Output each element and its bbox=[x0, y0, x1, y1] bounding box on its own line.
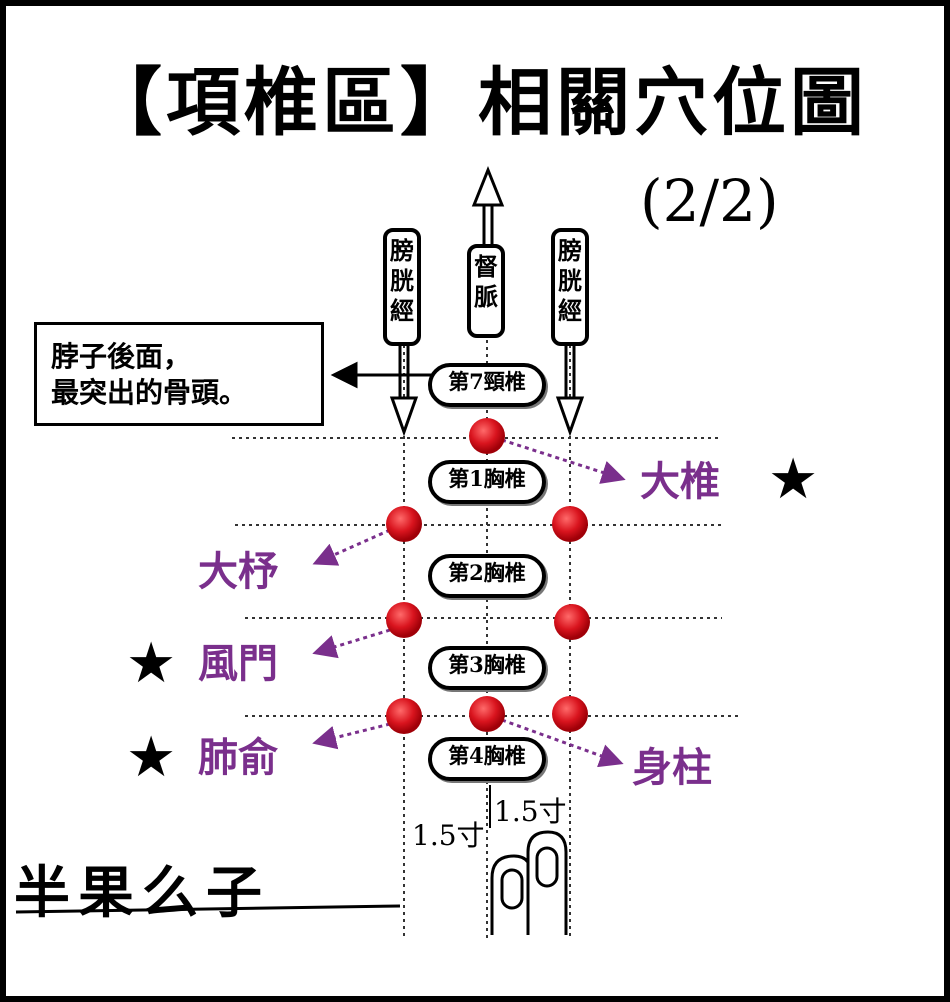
left-down-arrow-icon bbox=[389, 340, 419, 437]
acupoint-label-shenzhu: 身柱 bbox=[632, 745, 712, 791]
acupoint-dots bbox=[386, 418, 590, 734]
signature-underline bbox=[15, 904, 401, 914]
vertebra-t4-label: 第4胸椎 bbox=[448, 743, 526, 768]
point-fengmen-left bbox=[386, 602, 422, 638]
point-feishu-left bbox=[386, 698, 422, 734]
callout-arrow-icon bbox=[330, 361, 432, 389]
right-down-arrow-icon bbox=[555, 340, 585, 437]
star-icon-feishu: ★ bbox=[126, 725, 177, 790]
point-fengmen-right bbox=[554, 604, 590, 640]
point-shenzhu bbox=[469, 696, 505, 732]
point-dazhu-right bbox=[552, 506, 588, 542]
vertebra-t3-label: 第3胸椎 bbox=[448, 652, 526, 677]
callout-box: 脖子後面， 最突出的骨頭。 bbox=[34, 322, 324, 426]
star-icon-dazhui: ★ bbox=[768, 447, 819, 512]
measure-right: 1.5寸 bbox=[494, 795, 567, 828]
vertebra-t2: 第2胸椎 bbox=[428, 554, 546, 598]
vertebra-t4: 第4胸椎 bbox=[428, 737, 546, 781]
leader-dazhu bbox=[312, 528, 391, 566]
vertebra-t1: 第1胸椎 bbox=[428, 460, 546, 504]
acupoint-label-fengmen: 風門 bbox=[198, 641, 278, 687]
page-title: 【項椎區】相關穴位圖 bbox=[88, 60, 868, 146]
vertebra-t3: 第3胸椎 bbox=[428, 646, 546, 690]
point-dazhu-left bbox=[386, 506, 422, 542]
star-icon-fengmen: ★ bbox=[126, 631, 177, 696]
finger-width-icon bbox=[490, 830, 568, 935]
acupoint-label-dazhu: 大杼 bbox=[198, 549, 278, 595]
acupoint-label-feishu: 肺俞 bbox=[198, 735, 278, 781]
point-dazhui bbox=[469, 418, 505, 454]
meridian-label-right: 膀胱經 bbox=[551, 228, 589, 346]
label-leaders bbox=[312, 438, 626, 768]
point-feishu-right bbox=[552, 696, 588, 732]
meridian-label-center: 督脈 bbox=[467, 244, 505, 338]
signature: 半果么子 bbox=[14, 861, 270, 926]
up-arrow-icon bbox=[471, 165, 505, 245]
leader-feishu bbox=[312, 722, 391, 750]
callout-line-2: 最突出的骨頭。 bbox=[51, 376, 248, 409]
acupoint-label-dazhui: 大椎 bbox=[640, 459, 720, 505]
meridian-label-left: 膀胱經 bbox=[383, 228, 421, 346]
measure-left: 1.5寸 bbox=[412, 819, 485, 852]
callout-line-1: 脖子後面， bbox=[51, 340, 192, 373]
leader-fengmen bbox=[312, 628, 391, 659]
vertebra-c7-label: 第7頸椎 bbox=[448, 369, 526, 394]
vertebra-t1-label: 第1胸椎 bbox=[448, 466, 526, 491]
page-indicator: (2/2) bbox=[640, 167, 779, 235]
vertebra-c7: 第7頸椎 bbox=[428, 363, 546, 407]
vertebra-t2-label: 第2胸椎 bbox=[448, 560, 526, 585]
